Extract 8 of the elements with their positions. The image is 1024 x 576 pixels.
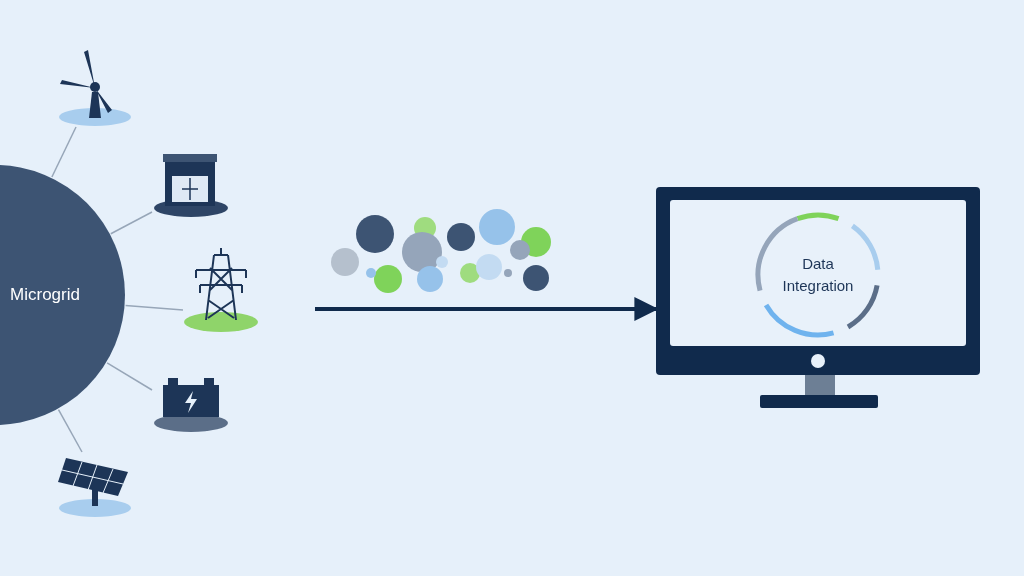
power-tower-icon <box>183 245 259 335</box>
connector-line <box>57 408 83 453</box>
connector-line <box>106 362 153 391</box>
connector-line <box>110 211 153 235</box>
node-label: Data Integration <box>781 254 855 296</box>
connector-line <box>124 304 184 311</box>
connector-line <box>51 126 77 178</box>
node-label: Microgrid <box>10 285 80 305</box>
